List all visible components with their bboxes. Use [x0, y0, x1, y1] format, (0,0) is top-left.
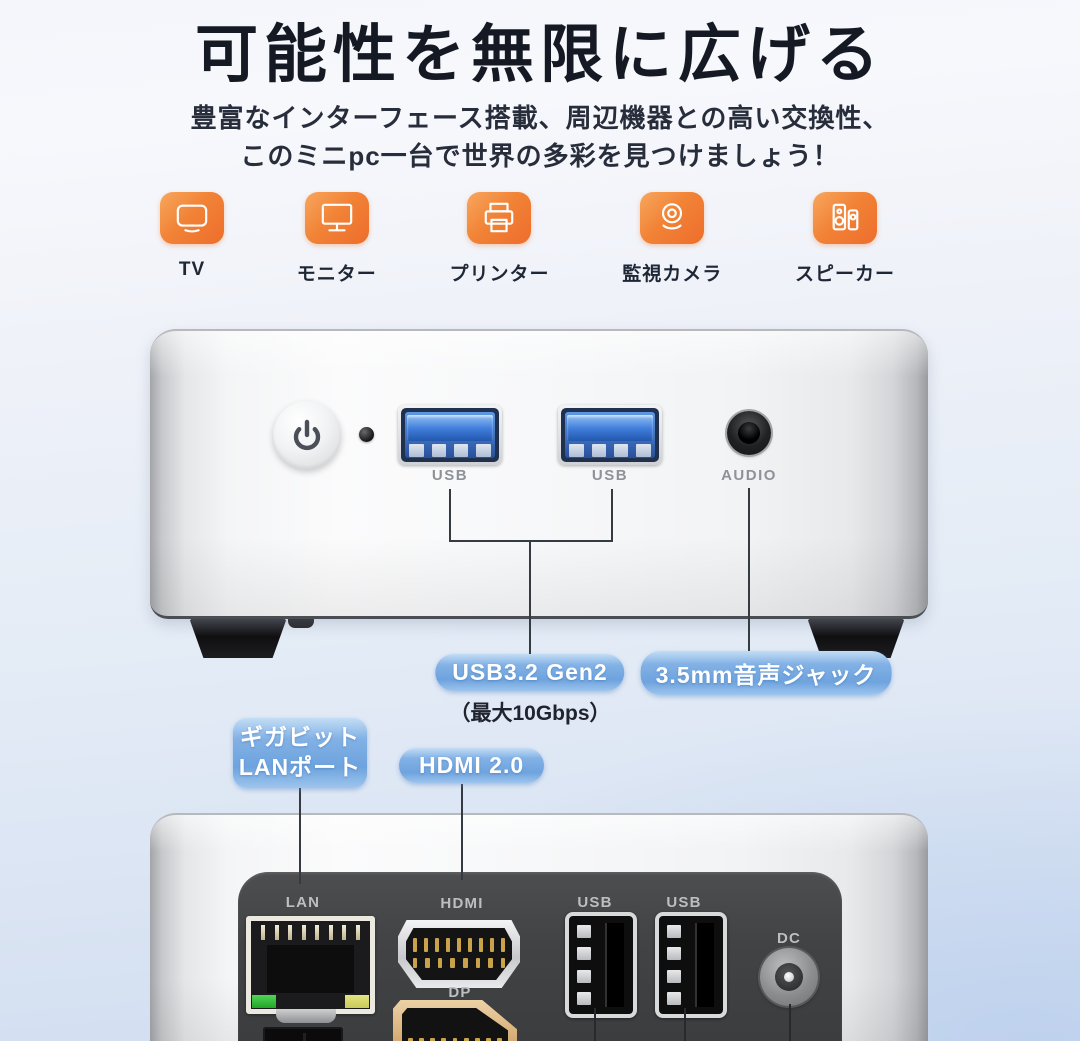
peripheral-speaker: スピーカー — [795, 192, 895, 286]
leader-line-rear-usb1 — [594, 1008, 596, 1041]
peripheral-label: 監視カメラ — [622, 264, 723, 285]
hdmi-pins-top — [412, 938, 506, 952]
usb-tongue — [407, 414, 493, 441]
leader-line-dc — [789, 1004, 791, 1041]
power-led — [359, 427, 374, 442]
usb-pins — [409, 444, 491, 458]
rear-usb2-label: USB — [666, 894, 702, 911]
rear-lan-label: LAN — [285, 894, 321, 911]
lan-pins — [261, 925, 360, 940]
headline: 可能性を無限に広げる — [195, 20, 885, 90]
monitor-icon — [304, 192, 369, 244]
usb-contacts — [667, 925, 681, 1005]
usb-pins — [569, 444, 651, 458]
leader-line-hdmi — [461, 784, 463, 880]
subheadline-line2: このミニpc一台で世界の多彩を見つけましょう！ — [240, 140, 840, 171]
leader-line-usb2 — [611, 489, 613, 540]
peripheral-label: モニター — [296, 264, 377, 285]
power-icon — [293, 419, 321, 451]
rear-hdmi-label: HDMI — [440, 895, 484, 912]
gigabit-lan-badge-line2: LANポート — [238, 753, 362, 780]
usb-tongue — [605, 923, 624, 1007]
front-usb-port-2 — [558, 405, 662, 465]
front-usb-port-1 — [398, 405, 502, 465]
hdmi-badge: HDMI 2.0 — [399, 748, 545, 783]
lan-led-green — [252, 995, 276, 1008]
printer-icon — [467, 192, 532, 244]
usb-contacts — [577, 925, 591, 1005]
leader-line-usb-stem — [529, 542, 531, 654]
lan-port — [246, 916, 375, 1014]
lan-led-yellow — [345, 995, 369, 1008]
front-usb1-label: USB — [431, 467, 469, 484]
rear-io-panel: LAN HDMI USB USB DC DP — [238, 872, 842, 1041]
bottom-black-port — [263, 1027, 343, 1041]
peripheral-label: プリンター — [449, 264, 550, 285]
peripheral-monitor: モニター — [297, 192, 377, 286]
leader-line-usb1 — [449, 489, 451, 540]
peripheral-row: TV モニター プリンター — [160, 192, 895, 286]
dc-power-jack — [760, 948, 818, 1006]
speaker-icon — [812, 192, 877, 244]
audio-jack-hole — [738, 422, 760, 444]
power-button — [273, 401, 341, 469]
leader-line-audio — [748, 488, 750, 651]
hdmi-pins-bottom — [412, 958, 506, 968]
gigabit-lan-badge: ギガビット LANポート — [233, 718, 367, 788]
rear-usb-port-1 — [565, 912, 637, 1018]
dc-jack-pin — [784, 972, 794, 982]
peripheral-tv: TV — [160, 192, 224, 286]
leader-line-usb-bracket — [449, 540, 613, 542]
subheadline-line1: 豊富なインターフェース搭載、周辺機器との高い交換性、 — [190, 103, 890, 133]
tv-icon — [160, 192, 224, 244]
dp-label: DP — [448, 984, 472, 1001]
audio-jack — [727, 411, 771, 455]
lan-latch — [276, 1009, 336, 1023]
lan-cavity — [267, 945, 354, 993]
mini-pc-front-view: USB USB AUDIO — [150, 329, 928, 619]
leader-line-lan — [299, 786, 301, 884]
mini-pc-rear-view: LAN HDMI USB USB DC DP — [150, 813, 928, 1041]
rear-usb-port-2 — [655, 912, 727, 1018]
surveillance-camera-icon — [640, 192, 705, 244]
usb-tongue — [695, 923, 714, 1007]
hdmi-cavity — [406, 928, 512, 980]
usb-speed-note: （最大10Gbps） — [449, 702, 611, 725]
peripheral-camera: 監視カメラ — [622, 192, 722, 286]
displayport-port — [393, 1000, 517, 1041]
peripheral-label: スピーカー — [794, 264, 895, 285]
subheadline: 豊富なインターフェース搭載、周辺機器との高い交換性、 このミニpc一台で世界の多… — [0, 100, 1080, 175]
gigabit-lan-badge-line1: ギガビット — [240, 724, 360, 750]
usb-speed-badge: USB3.2 Gen2 — [435, 654, 625, 691]
audio-jack-badge: 3.5mm音声ジャック — [640, 651, 892, 695]
rear-usb1-label: USB — [577, 894, 613, 911]
dp-pins — [407, 1038, 503, 1041]
usb-tongue — [567, 414, 653, 441]
dp-cavity — [402, 1008, 508, 1041]
peripheral-label: TV — [178, 259, 206, 280]
hdmi-port — [398, 920, 520, 988]
leader-line-rear-usb2 — [684, 1008, 686, 1041]
rear-dc-label: DC — [776, 930, 802, 947]
front-audio-label: AUDIO — [721, 467, 777, 484]
front-usb2-label: USB — [591, 467, 629, 484]
peripheral-printer: プリンター — [449, 192, 549, 286]
